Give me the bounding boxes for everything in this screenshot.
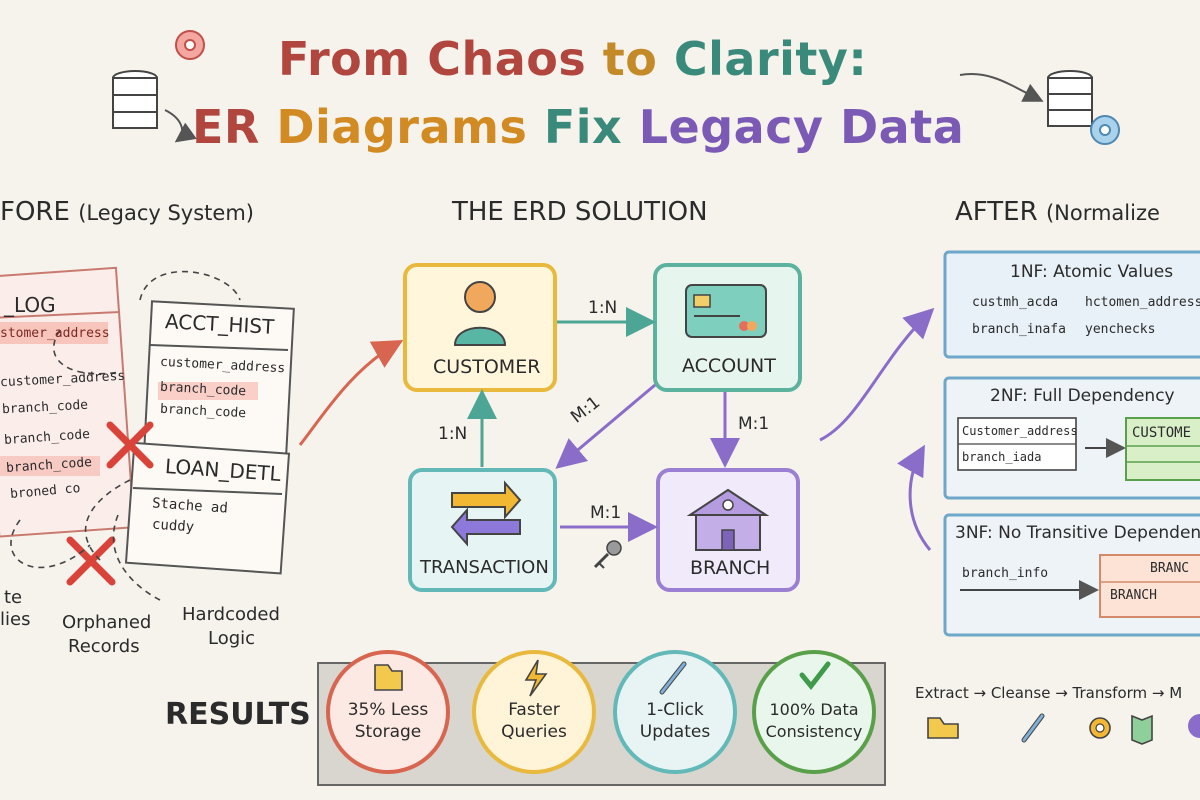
result-circle-queries <box>472 650 596 774</box>
title-part: Legacy Data <box>638 100 965 154</box>
rel-label-transaction-customer: 1:N <box>438 424 468 444</box>
error-x-icon <box>106 421 154 469</box>
nf3-right-table <box>1099 554 1200 618</box>
nf2-left-row: Customer_address <box>962 424 1078 438</box>
title-part: From Chaos <box>278 32 587 86</box>
nf1-cell: yenchecks <box>1085 322 1156 337</box>
erd-to-after-arrow <box>819 307 935 442</box>
database-gear-icon-right <box>959 70 1120 145</box>
result-queries-line2: Queries <box>501 722 567 742</box>
key-icon <box>593 540 622 569</box>
tangled-connections <box>10 270 241 601</box>
exchange-arrows-icon <box>450 480 522 547</box>
after-subtitle: (Normalize <box>1045 201 1160 225</box>
nf2-left-row: branch_iada <box>962 450 1042 464</box>
nf1-panel <box>943 250 1200 359</box>
legacy-table-acct-hist <box>143 300 295 460</box>
legacy-table-loan-detl <box>124 441 291 575</box>
result-storage-line2: Storage <box>354 722 422 742</box>
error-x-icon <box>66 536 116 586</box>
entity-customer-label: CUSTOMER <box>433 356 541 378</box>
result-circle-storage <box>326 650 450 774</box>
issue-orphaned-line2: Records <box>68 636 140 657</box>
erd-heading: THE ERD SOLUTION <box>452 197 708 227</box>
credit-card-icon <box>685 284 767 338</box>
legacy-log-name: _LOG <box>4 293 56 317</box>
database-gear-icon-left <box>112 30 205 143</box>
result-circle-updates <box>613 650 737 774</box>
result-queries-line1: Faster <box>508 700 560 720</box>
lightning-icon <box>524 659 548 697</box>
issue-hardcoded-line2: Logic <box>208 628 256 649</box>
entity-account-label: ACCOUNT <box>682 355 776 377</box>
title-part: ER <box>192 100 260 154</box>
checkmark-icon <box>799 661 831 691</box>
rel-account-transaction <box>555 383 656 469</box>
pipeline-text: Extract → Cleanse → Transform → M <box>915 684 1183 702</box>
title-line1: From Chaos to Clarity: <box>278 32 867 86</box>
legacy-log-row: stomer_address <box>0 326 110 341</box>
result-consistency-line2: Consistency <box>765 722 863 741</box>
result-updates-line2: Updates <box>639 722 711 742</box>
nf-flow-arrow <box>897 444 932 551</box>
map-icon <box>1131 714 1153 745</box>
result-updates-line1: 1-Click <box>646 700 704 720</box>
title-line2: ER Diagrams Fix Legacy Data <box>192 100 964 154</box>
title-part: Clarity: <box>673 32 868 86</box>
nf1-cell: custmh_acda <box>972 295 1059 310</box>
rel-label-customer-account: 1:N <box>588 298 618 318</box>
nf3-right-top: BRANC <box>1150 561 1190 576</box>
pen-icon <box>659 661 687 695</box>
rel-label-transaction-branch: M:1 <box>590 503 622 523</box>
results-heading: RESULTS <box>165 697 311 732</box>
after-heading: AFTER (Normalize <box>955 197 1160 227</box>
nf1-cell: branch_inafa <box>972 322 1066 337</box>
issue-duplicates-line2: lies <box>0 609 31 630</box>
issue-duplicates-line1: te <box>4 587 23 608</box>
nf1-title: 1NF: Atomic Values <box>1010 262 1174 282</box>
entity-transaction-label: TRANSACTION <box>420 557 549 578</box>
purple-shape-icon <box>1188 714 1200 738</box>
nf2-right-table-name: CUSTOME <box>1132 425 1192 441</box>
folder-icon <box>927 717 959 739</box>
nf3-right-bottom: BRANCH <box>1110 588 1157 603</box>
bank-building-icon <box>686 488 770 551</box>
result-circle-consistency <box>752 650 876 774</box>
issue-hardcoded-line1: Hardcoded <box>182 604 280 625</box>
result-storage-line1: 35% Less <box>347 700 429 720</box>
nf3-title: 3NF: No Transitive Dependenc <box>955 523 1200 543</box>
legacy-table-log <box>0 266 136 538</box>
gear-icon <box>1089 717 1111 739</box>
person-icon <box>453 281 507 346</box>
after-title: AFTER <box>955 197 1038 227</box>
before-subtitle: (Legacy System) <box>78 201 254 225</box>
nf1-cell: hctomen_address <box>1085 295 1200 310</box>
result-consistency-line1: 100% Data <box>769 700 859 719</box>
legacy-loan-detl-row: cuddy <box>151 516 195 536</box>
before-title: FORE <box>0 197 70 227</box>
title-part: to <box>602 32 658 86</box>
pen-icon <box>1021 713 1045 743</box>
nf2-right-table <box>1125 417 1200 481</box>
issue-orphaned-line1: Orphaned <box>62 612 152 633</box>
nf3-left-row: branch_info <box>962 566 1049 581</box>
nf2-title: 2NF: Full Dependency <box>990 386 1175 406</box>
title-part: Diagrams <box>276 100 528 154</box>
before-heading: FORE (Legacy System) <box>0 197 254 227</box>
entity-branch-label: BRANCH <box>690 557 771 579</box>
rel-label-account-branch: M:1 <box>738 414 770 434</box>
folder-icon <box>374 664 403 691</box>
before-to-erd-arrow <box>298 340 404 446</box>
title-part: Fix <box>543 100 623 154</box>
